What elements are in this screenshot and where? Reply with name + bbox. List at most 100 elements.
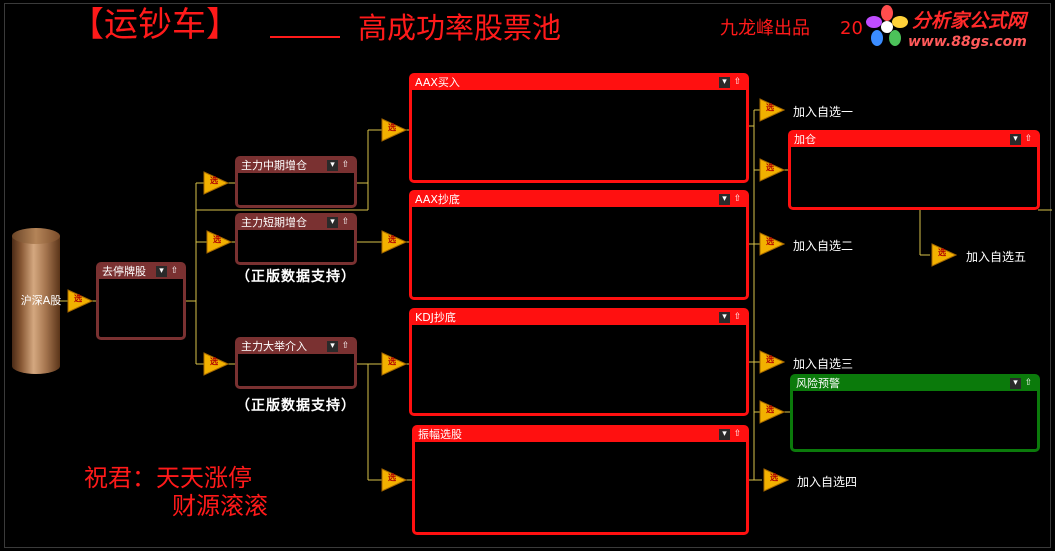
dropdown-icon[interactable]: ▾ — [156, 266, 167, 277]
pin-icon[interactable]: ⇧ — [1024, 378, 1033, 388]
filter-node-glyph: 选 — [213, 235, 221, 244]
pin-icon[interactable]: ⇧ — [733, 312, 742, 322]
panel-header[interactable]: 主力大举介入 ▾ ⇧ — [238, 340, 354, 354]
filter-node-glyph: 选 — [388, 123, 396, 132]
greeting-line-1: 祝君：天天涨停 — [84, 464, 252, 492]
panel-major-entry[interactable]: 主力大举介入 ▾ ⇧ — [235, 337, 357, 389]
filter-node-glyph: 选 — [938, 248, 946, 257]
output-label-watchlist-5[interactable]: 加入自选五 — [966, 250, 1027, 264]
filter-node-glyph: 选 — [766, 405, 774, 414]
filter-node-icon[interactable]: 选 — [381, 229, 407, 255]
filter-node-glyph: 选 — [388, 235, 396, 244]
output-label-watchlist-2[interactable]: 加入自选二 — [793, 239, 854, 253]
filter-node-icon[interactable]: 选 — [759, 349, 785, 375]
filter-node-glyph: 选 — [766, 237, 774, 246]
filter-node-icon[interactable]: 选 — [381, 351, 407, 377]
panel-mid-term-accumulation[interactable]: 主力中期增仓 ▾ ⇧ — [235, 156, 357, 208]
output-label-watchlist-4[interactable]: 加入自选四 — [797, 475, 858, 489]
panel-kdj-bottom[interactable]: KDJ抄底 ▾ ⇧ — [409, 308, 749, 416]
output-label-watchlist-3[interactable]: 加入自选三 — [793, 357, 854, 371]
author-credit: 九龙峰出品 — [720, 18, 810, 39]
panel-add-position[interactable]: 加仓 ▾ ⇧ — [788, 130, 1040, 210]
panel-title: 主力中期增仓 — [241, 159, 307, 172]
pin-icon[interactable]: ⇧ — [733, 429, 742, 439]
filter-node-glyph: 选 — [210, 357, 218, 366]
panel-title: 振幅选股 — [418, 428, 462, 441]
panel-header[interactable]: 主力短期增仓 ▾ ⇧ — [238, 216, 354, 230]
pin-icon[interactable]: ⇧ — [733, 194, 742, 204]
dropdown-icon[interactable]: ▾ — [1010, 378, 1021, 389]
filter-node-icon[interactable]: 选 — [759, 399, 785, 425]
panel-title: AAX抄底 — [415, 193, 460, 206]
data-source-cylinder[interactable]: 沪深A股 — [12, 228, 61, 374]
panel-title: 主力短期增仓 — [241, 216, 307, 229]
pin-icon[interactable]: ⇧ — [1024, 134, 1033, 144]
filter-node-icon[interactable]: 选 — [759, 231, 785, 257]
filter-node-icon[interactable]: 选 — [759, 157, 785, 183]
dropdown-icon[interactable]: ▾ — [327, 160, 338, 171]
panel-title: 加仓 — [794, 133, 816, 146]
filter-node-glyph: 选 — [766, 103, 774, 112]
genuine-data-note: （正版数据支持） — [236, 398, 356, 414]
filter-node-icon[interactable]: 选 — [763, 467, 789, 493]
panel-aax-buy[interactable]: AAX买入 ▾ ⇧ — [409, 73, 749, 183]
panel-title: 风险预警 — [796, 377, 840, 390]
panel-title: AAX买入 — [415, 76, 460, 89]
flower-logo-icon — [866, 5, 908, 46]
greeting-line-2: 财源滚滚 — [172, 492, 268, 520]
panel-aax-bottom[interactable]: AAX抄底 ▾ ⇧ — [409, 190, 749, 300]
filter-node-icon[interactable]: 选 — [206, 229, 232, 255]
pin-icon[interactable]: ⇧ — [341, 217, 350, 227]
filter-node-icon[interactable]: 选 — [203, 170, 229, 196]
dropdown-icon[interactable]: ▾ — [1010, 134, 1021, 145]
filter-node-icon[interactable]: 选 — [931, 242, 957, 268]
watermark: 分析家公式网 www.88gs.com — [862, 2, 1052, 54]
canvas-frame — [4, 3, 1051, 548]
panel-delisted-filter[interactable]: 去停牌股 ▾ ⇧ — [96, 262, 186, 340]
dropdown-icon[interactable]: ▾ — [719, 77, 730, 88]
year-text: 20 — [840, 18, 863, 39]
data-source-label: 沪深A股 — [20, 294, 62, 307]
filter-node-glyph: 选 — [388, 473, 396, 482]
filter-node-icon[interactable]: 选 — [381, 117, 407, 143]
panel-header[interactable]: 振幅选股 ▾ ⇧ — [415, 428, 746, 442]
dropdown-icon[interactable]: ▾ — [719, 194, 730, 205]
title-dash — [270, 36, 340, 38]
panel-header[interactable]: 加仓 ▾ ⇧ — [791, 133, 1037, 147]
dropdown-icon[interactable]: ▾ — [719, 312, 730, 323]
cylinder-bottom — [12, 358, 60, 374]
panel-title: 主力大举介入 — [241, 340, 307, 353]
page-title: 【运钞车】 — [70, 5, 240, 45]
filter-node-icon[interactable]: 选 — [203, 351, 229, 377]
output-label-watchlist-1[interactable]: 加入自选一 — [793, 105, 854, 119]
panel-header[interactable]: AAX买入 ▾ ⇧ — [412, 76, 746, 90]
panel-header[interactable]: 主力中期增仓 ▾ ⇧ — [238, 159, 354, 173]
panel-header[interactable]: KDJ抄底 ▾ ⇧ — [412, 311, 746, 325]
filter-node-icon[interactable]: 选 — [759, 97, 785, 123]
filter-node-glyph: 选 — [766, 163, 774, 172]
pin-icon[interactable]: ⇧ — [733, 77, 742, 87]
panel-amplitude-screen[interactable]: 振幅选股 ▾ ⇧ — [412, 425, 749, 535]
filter-node-icon[interactable]: 选 — [381, 467, 407, 493]
pin-icon[interactable]: ⇧ — [341, 341, 350, 351]
watermark-url: www.88gs.com — [908, 34, 1027, 50]
pin-icon[interactable]: ⇧ — [341, 160, 350, 170]
page-subtitle: 高成功率股票池 — [358, 11, 562, 45]
filter-node-glyph: 选 — [388, 357, 396, 366]
filter-node-glyph: 选 — [74, 294, 82, 303]
filter-node-glyph: 选 — [766, 355, 774, 364]
filter-node-icon[interactable]: 选 — [67, 288, 93, 314]
panel-risk-warning[interactable]: 风险预警 ▾ ⇧ — [790, 374, 1040, 452]
panel-header[interactable]: 风险预警 ▾ ⇧ — [793, 377, 1037, 391]
pin-icon[interactable]: ⇧ — [170, 266, 179, 276]
dropdown-icon[interactable]: ▾ — [327, 217, 338, 228]
panel-header[interactable]: AAX抄底 ▾ ⇧ — [412, 193, 746, 207]
watermark-name: 分析家公式网 — [912, 10, 1027, 32]
dropdown-icon[interactable]: ▾ — [327, 341, 338, 352]
genuine-data-note: （正版数据支持） — [236, 269, 356, 285]
panel-short-term-accumulation[interactable]: 主力短期增仓 ▾ ⇧ — [235, 213, 357, 265]
panel-header[interactable]: 去停牌股 ▾ ⇧ — [99, 265, 183, 279]
dropdown-icon[interactable]: ▾ — [719, 429, 730, 440]
panel-title: KDJ抄底 — [415, 311, 456, 324]
